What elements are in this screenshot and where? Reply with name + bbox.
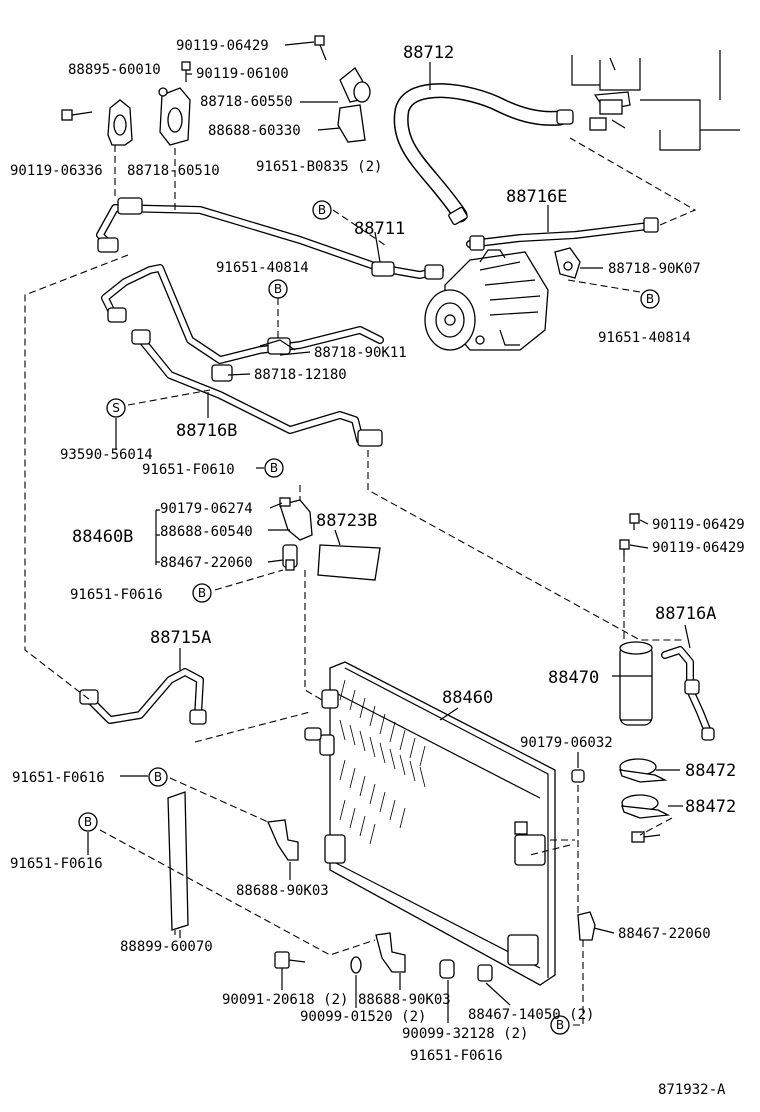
pipe-88716A xyxy=(661,646,715,741)
label-88895-60010: 88895-60010 xyxy=(68,62,161,78)
bolt-90119-06429-r1 xyxy=(629,513,640,530)
label-88460B: 88460B xyxy=(72,527,133,547)
bracket-88688-60330 xyxy=(337,104,366,143)
leader-lines xyxy=(87,41,691,1023)
label-88467-14050: 88467-14050 (2) xyxy=(468,1007,594,1023)
label-88712: 88712 xyxy=(403,43,454,63)
pipe-88711 xyxy=(96,197,444,280)
label-90179-06274: 90179-06274 xyxy=(160,501,253,517)
cushion-88467-22060-right xyxy=(577,911,596,941)
ref-marker-b-6: B xyxy=(148,767,168,787)
cushion-90099-32128 xyxy=(439,959,455,979)
engine-block-outline xyxy=(571,50,740,151)
ref-marker-b-7: B xyxy=(78,812,98,832)
label-88718-60510: 88718-60510 xyxy=(127,163,220,179)
bolt-90119-06336 xyxy=(61,109,93,121)
label-91651-B0835: 91651-B0835 (2) xyxy=(256,159,382,175)
label-88718-60550: 88718-60550 xyxy=(200,94,293,110)
svg-text:B: B xyxy=(318,203,326,217)
label-90099-01520: 90099-01520 (2) xyxy=(300,1009,426,1025)
condenser-88460 xyxy=(304,661,556,986)
clamp-88718-90K07 xyxy=(554,247,581,279)
label-88899-60070: 88899-60070 xyxy=(120,939,213,955)
label-88470: 88470 xyxy=(548,668,599,688)
bracket-88472-b xyxy=(621,794,671,819)
bolt-88472 xyxy=(631,831,661,843)
diagram-code: 871932-A xyxy=(658,1082,726,1098)
label-88688-90K03-b: 88688-90K03 xyxy=(358,992,451,1008)
label-90119-06100: 90119-06100 xyxy=(196,66,289,82)
label-88718-90K07: 88718-90K07 xyxy=(608,261,701,277)
label-91651-F0610: 91651-F0610 xyxy=(142,462,235,478)
clamp-88718-60510 xyxy=(158,87,191,146)
label-90179-06032: 90179-06032 xyxy=(520,735,613,751)
label-90119-06429-r1: 90119-06429 xyxy=(652,517,745,533)
ref-marker-b-1: B xyxy=(312,200,332,220)
hose-88712 xyxy=(393,83,574,226)
label-88460: 88460 xyxy=(442,688,493,708)
ref-marker-b-8: B xyxy=(550,1015,570,1035)
pipe-88716E xyxy=(466,217,659,251)
receiver-88470 xyxy=(619,641,653,726)
label-90119-06336: 90119-06336 xyxy=(10,163,103,179)
bolt-90119-06429-r2 xyxy=(619,539,630,556)
label-88716A: 88716A xyxy=(655,604,716,624)
cushion-90179-06032 xyxy=(571,769,585,783)
ref-marker-s-1: S xyxy=(106,398,126,418)
label-88718-90K11: 88718-90K11 xyxy=(314,345,407,361)
label-90119-06429-top: 90119-06429 xyxy=(176,38,269,54)
ref-marker-b-4: B xyxy=(264,458,284,478)
label-88467-22060-right: 88467-22060 xyxy=(618,926,711,942)
label-91651-F0616-left2: 91651-F0616 xyxy=(10,856,103,872)
label-88716E: 88716E xyxy=(506,187,567,207)
seal-88899-60070 xyxy=(167,791,189,931)
label-90119-06429-r2: 90119-06429 xyxy=(652,540,745,556)
label-90091-20618: 90091-20618 (2) xyxy=(222,992,348,1008)
label-88688-60540: 88688-60540 xyxy=(160,524,253,540)
svg-text:B: B xyxy=(274,282,282,296)
label-88715A: 88715A xyxy=(150,628,211,648)
washer-90099-01520 xyxy=(350,956,362,974)
ref-marker-b-2: B xyxy=(268,279,288,299)
svg-text:B: B xyxy=(84,815,92,829)
bracket-88472-a xyxy=(619,758,668,783)
label-88716B: 88716B xyxy=(176,421,237,441)
dashed-connectors xyxy=(24,137,697,1026)
svg-text:B: B xyxy=(646,292,654,306)
ref-marker-b-5: B xyxy=(192,583,212,603)
bolt-90119-06429-top xyxy=(314,35,327,61)
bracket-88718-60550 xyxy=(339,67,371,103)
bracket-88688-90K03-b xyxy=(375,932,406,973)
label-88472-a: 88472 xyxy=(685,761,736,781)
pipe-88715A xyxy=(79,668,207,725)
svg-text:S: S xyxy=(112,401,120,415)
svg-text:B: B xyxy=(198,586,206,600)
bracket-88688-90K03-a xyxy=(267,819,299,861)
svg-text:B: B xyxy=(270,461,278,475)
compressor xyxy=(424,249,549,351)
label-88472-b: 88472 xyxy=(685,797,736,817)
label-88467-22060-left: 88467-22060 xyxy=(160,555,253,571)
label-91651-40814-right: 91651-40814 xyxy=(598,330,691,346)
label-91651-40814-left: 91651-40814 xyxy=(216,260,309,276)
label-88688-90K03-a: 88688-90K03 xyxy=(236,883,329,899)
label-88718-12180: 88718-12180 xyxy=(254,367,347,383)
label-91651-F0616-left: 91651-F0616 xyxy=(12,770,105,786)
bolt-90091-20618 xyxy=(274,951,306,969)
label-90099-32128: 90099-32128 (2) xyxy=(402,1026,528,1042)
label-91651-F0616-mid: 91651-F0616 xyxy=(70,587,163,603)
label-88711: 88711 xyxy=(354,219,405,239)
pipe-88716B xyxy=(101,264,384,447)
label-88688-60330: 88688-60330 xyxy=(208,123,301,139)
svg-text:B: B xyxy=(556,1018,564,1032)
svg-text:B: B xyxy=(154,770,162,784)
label-88723B: 88723B xyxy=(316,511,377,531)
ref-marker-b-3: B xyxy=(640,289,660,309)
cushion-88467-14050 xyxy=(477,964,493,982)
label-93590-56014: 93590-56014 xyxy=(60,447,153,463)
label-91651-F0616-bottom: 91651-F0616 xyxy=(410,1048,503,1064)
bracket-88895-60010 xyxy=(107,99,133,146)
bolt-90119-06100 xyxy=(181,61,191,82)
